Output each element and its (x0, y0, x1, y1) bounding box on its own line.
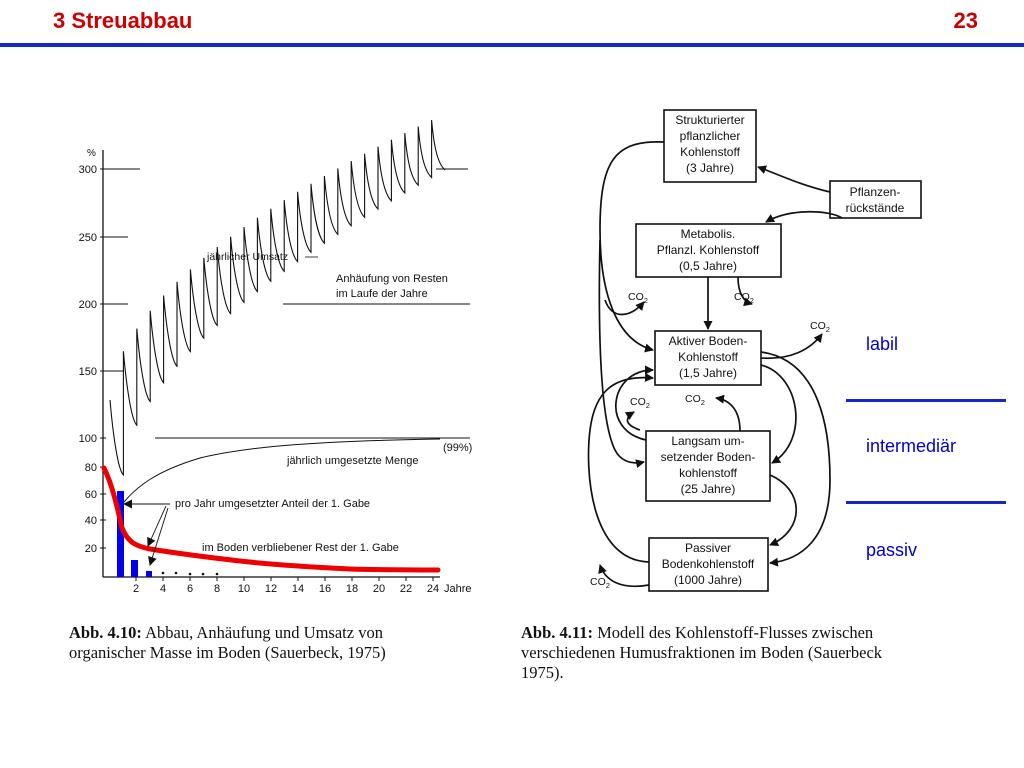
zone-label-passive: passiv (866, 540, 918, 560)
page-number: 23 (953, 8, 978, 33)
x-tick-label: 4 (160, 583, 166, 595)
x-tick-label: 18 (346, 583, 358, 595)
x-tick-label: 22 (400, 583, 412, 595)
carbon-flow-diagram: Strukturierter pflanzlicher Kohlenstoff … (587, 109, 922, 592)
title-rule (0, 43, 1024, 47)
svg-text:Kohlenstoff: Kohlenstoff (678, 350, 738, 364)
y-tick-label: 300 (79, 164, 97, 176)
zone-divider (846, 399, 1006, 402)
box-passive-soil-carbon (648, 537, 769, 592)
svg-text:Langsam um-: Langsam um- (671, 434, 744, 448)
x-tick-label: 6 (187, 583, 193, 595)
zone-label-intermediate: intermediär (866, 436, 957, 456)
svg-text:setzender Boden-: setzender Boden- (661, 450, 756, 464)
caption-figure-4-10: Abb. 4.10: Abbau, Anhäufung und Umsatz v… (69, 623, 386, 662)
remainder-curve (101, 465, 441, 573)
svg-text:CO2: CO2 (734, 291, 754, 305)
box-structural-carbon (663, 109, 757, 183)
box-plant-residues (829, 180, 922, 219)
svg-text:(0,5 Jahre): (0,5 Jahre) (679, 259, 737, 273)
svg-text:(1,5 Jahre): (1,5 Jahre) (679, 366, 737, 380)
svg-text:CO2: CO2 (628, 291, 648, 305)
svg-text:(25 Jahre): (25 Jahre) (681, 482, 736, 496)
accumulation-sawtooth-curve (109, 119, 446, 477)
svg-text:Strukturierter: Strukturierter (675, 113, 744, 127)
svg-text:Kohlenstoff: Kohlenstoff (680, 145, 740, 159)
y-tick-label: 200 (79, 299, 97, 311)
y-tick-label: 20 (85, 543, 97, 555)
label-share-first-dose: pro Jahr umgesetzter Anteil der 1. Gabe (175, 498, 370, 510)
y-tick-label: 150 (79, 366, 97, 378)
label-remainder-first-dose: im Boden verbliebener Rest der 1. Gabe (202, 542, 399, 554)
svg-text:CO2: CO2 (685, 393, 705, 407)
svg-text:rückstände: rückstände (846, 201, 905, 215)
y-tick-label: 80 (85, 462, 97, 474)
label-accumulation-2: im Laufe der Jahre (336, 288, 428, 300)
caption-label: Abb. 4.10: (69, 623, 142, 642)
svg-text:Pflanzen-: Pflanzen- (850, 185, 901, 199)
svg-text:CO2: CO2 (590, 576, 610, 590)
svg-text:kohlenstoff: kohlenstoff (679, 466, 737, 480)
svg-text:CO2: CO2 (810, 320, 830, 334)
svg-text:pflanzlicher: pflanzlicher (680, 129, 741, 143)
x-ticks: 2 4 6 8 10 12 14 16 18 20 22 24 (133, 583, 439, 595)
label-annual-amount: jährlich umgesetzte Menge (286, 455, 418, 467)
x-tick-label: 8 (214, 583, 220, 595)
zone-label-labile: labil (866, 334, 899, 354)
x-tick-label: 16 (319, 583, 331, 595)
label-accumulation-1: Anhäufung von Resten (336, 273, 448, 285)
caption-figure-4-11: Abb. 4.11: Modell des Kohlenstoff-Flusse… (521, 623, 883, 682)
bar-year-1 (117, 491, 124, 577)
svg-text:Passiver: Passiver (685, 541, 731, 555)
y-tick-label: 100 (79, 433, 97, 445)
box-slow-soil-carbon (645, 430, 771, 502)
bar-year-2 (131, 560, 138, 577)
y-tick-label: 40 (85, 515, 97, 527)
label-limit-99: (99%) (443, 442, 472, 454)
svg-text:Metabolis.: Metabolis. (681, 227, 736, 241)
zone-divider (846, 501, 1006, 504)
x-tick-label: 20 (373, 583, 385, 595)
caption-label: Abb. 4.11: (521, 623, 593, 642)
label-annual-turnover: jährlicher Umsatz (206, 251, 288, 263)
x-tick-label: 2 (133, 583, 139, 595)
slide-title: 3 Streuabbau (53, 8, 193, 33)
y-tick-label: 60 (85, 489, 97, 501)
svg-text:Aktiver Boden-: Aktiver Boden- (669, 334, 748, 348)
svg-text:Bodenkohlenstoff: Bodenkohlenstoff (662, 557, 755, 571)
bar-year-3 (146, 571, 152, 577)
svg-text:CO2: CO2 (630, 396, 650, 410)
x-axis-unit: Jahre (444, 583, 472, 595)
annual-turnover-curve (117, 438, 441, 511)
box-active-soil-carbon (654, 330, 762, 386)
y-ticks: 300 250 200 150 100 80 60 40 20 (79, 164, 97, 555)
svg-text:(3 Jahre): (3 Jahre) (686, 161, 734, 175)
x-tick-label: 12 (265, 583, 277, 595)
svg-text:(1000 Jahre): (1000 Jahre) (674, 573, 742, 587)
percent-unit: % (87, 148, 96, 159)
y-tick-label: 250 (79, 232, 97, 244)
x-tick-label: 14 (292, 583, 304, 595)
x-tick-label: 24 (427, 583, 439, 595)
svg-text:Pflanzl. Kohlenstoff: Pflanzl. Kohlenstoff (657, 243, 760, 257)
decomposition-chart: % 300 250 200 150 100 80 60 40 20 (79, 119, 472, 595)
x-tick-label: 10 (238, 583, 250, 595)
